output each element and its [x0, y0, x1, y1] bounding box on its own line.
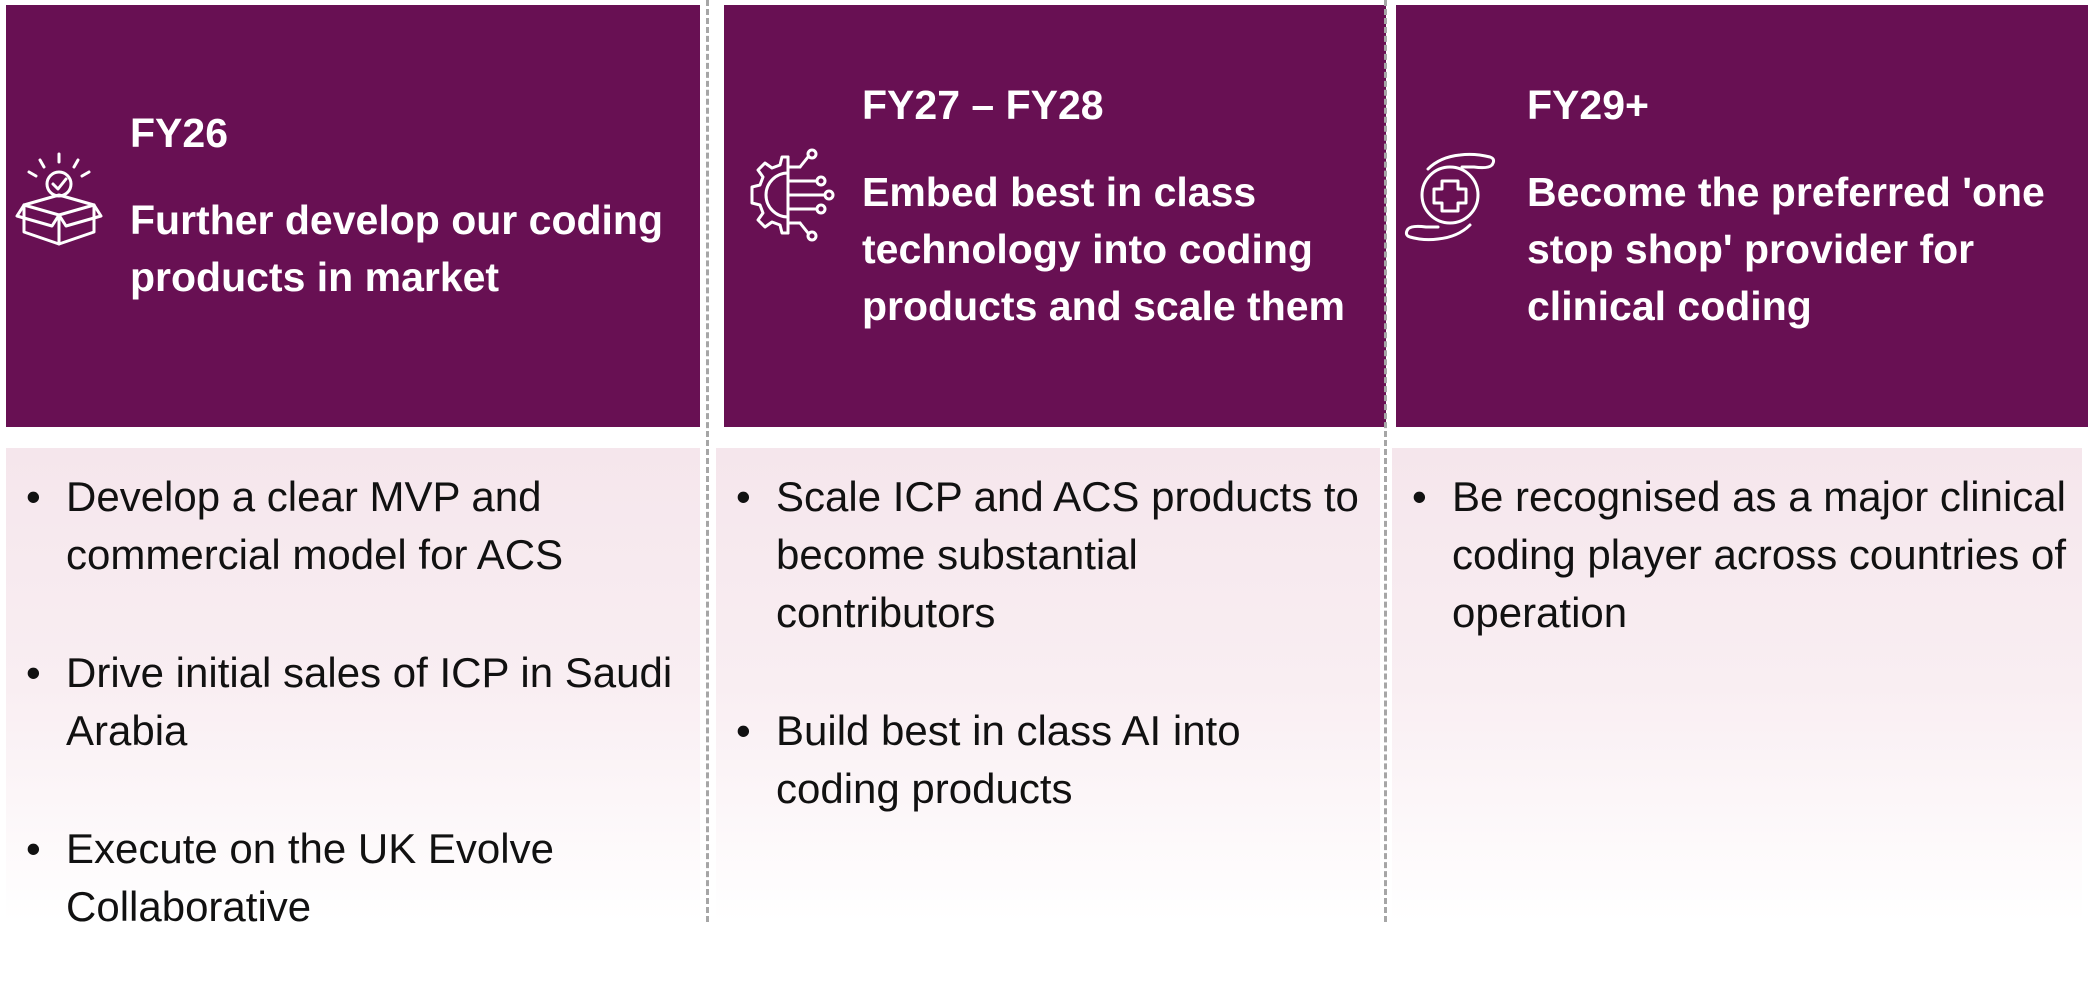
healthcare-hands-icon: [1404, 145, 1499, 250]
gear-circuit-icon: [736, 145, 836, 250]
bullet-list: Develop a clear MVP and commercial model…: [26, 468, 686, 996]
column-period: FY29+: [1527, 82, 1649, 128]
column-title: Further develop our coding products in m…: [130, 197, 664, 300]
column-body: Be recognised as a major clinical coding…: [1392, 448, 2082, 922]
roadmap-column-fy26: FY26 Further develop our coding products…: [0, 0, 706, 930]
column-title: Become the preferred 'one stop shop' pro…: [1527, 169, 2045, 329]
roadmap-column-fy29-plus: FY29+ Become the preferred 'one stop sho…: [1392, 0, 2093, 922]
bullet-list: Be recognised as a major clinical coding…: [1412, 468, 2068, 702]
roadmap-column-fy27-fy28: FY27 – FY28 Embed best in class technolo…: [712, 0, 1386, 922]
list-item: Build best in class AI into coding produ…: [736, 702, 1366, 818]
list-item: Be recognised as a major clinical coding…: [1412, 468, 2068, 642]
column-title: Embed best in class technology into codi…: [862, 169, 1346, 329]
list-item: Execute on the UK Evolve Collaborative: [26, 820, 686, 936]
bullet-list: Scale ICP and ACS products to become sub…: [736, 468, 1366, 878]
column-header: FY26 Further develop our coding products…: [6, 5, 700, 427]
box-checkmark-icon: [14, 150, 104, 250]
column-body: Develop a clear MVP and commercial model…: [6, 448, 700, 930]
list-item: Scale ICP and ACS products to become sub…: [736, 468, 1366, 642]
list-item: Develop a clear MVP and commercial model…: [26, 468, 686, 584]
column-divider: [1384, 0, 1387, 922]
column-header: FY29+ Become the preferred 'one stop sho…: [1396, 5, 2088, 427]
list-item: Drive initial sales of ICP in Saudi Arab…: [26, 644, 686, 760]
column-period: FY26: [130, 110, 228, 156]
column-divider: [706, 0, 709, 922]
column-period: FY27 – FY28: [862, 82, 1104, 128]
column-header: FY27 – FY28 Embed best in class technolo…: [724, 5, 1386, 427]
column-body: Scale ICP and ACS products to become sub…: [716, 448, 1380, 922]
